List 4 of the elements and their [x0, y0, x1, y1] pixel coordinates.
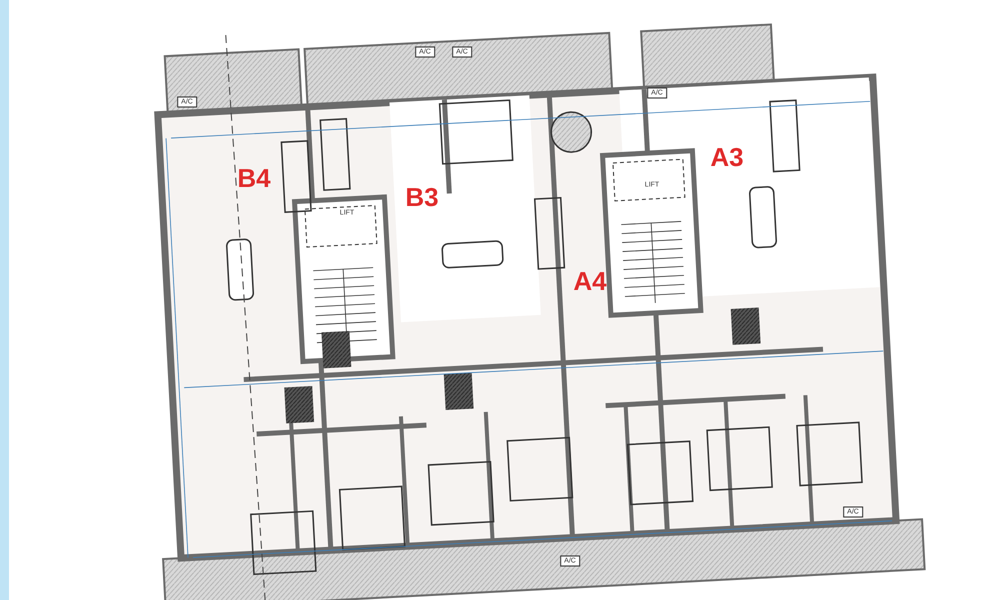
unit-label: A3	[710, 144, 744, 170]
unit-label: A4	[573, 268, 607, 294]
unit-label: B4	[237, 165, 271, 191]
unit-label: B3	[405, 184, 439, 210]
